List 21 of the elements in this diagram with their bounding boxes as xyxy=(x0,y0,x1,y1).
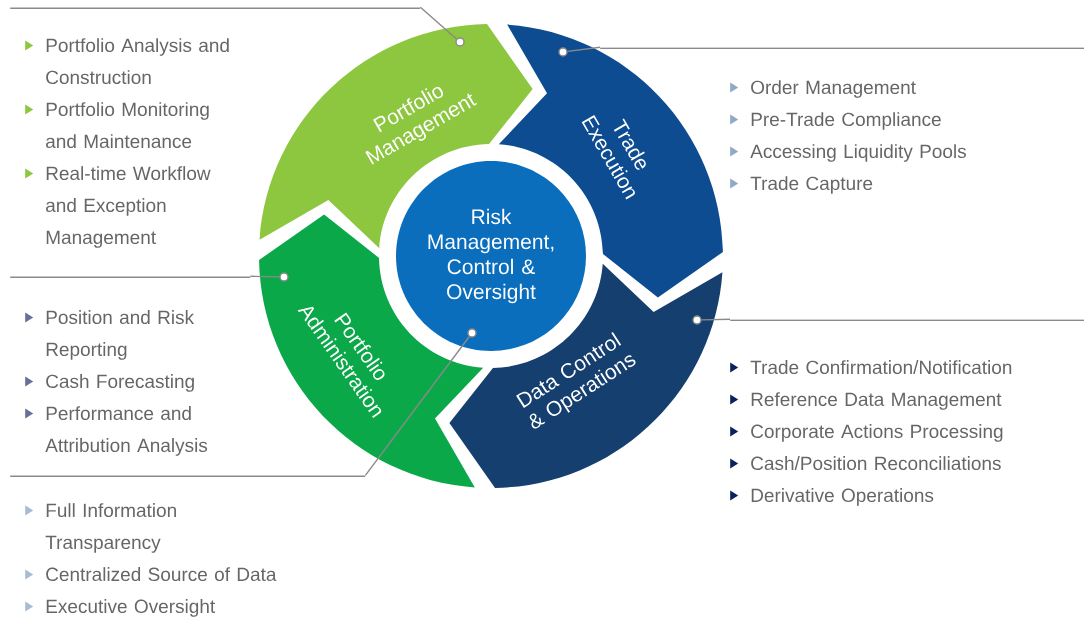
list-item-text: Position and Risk Reporting xyxy=(46,310,195,360)
list-item-text: Accessing Liquidity Pools xyxy=(750,144,966,162)
list-item-text: Order Management xyxy=(751,80,916,98)
list-item-text: Corporate Actions Processing xyxy=(751,424,1003,442)
list-item-text: Portfolio Analysis and Construction xyxy=(46,38,229,85)
list-item-text: Centralized Source of Data xyxy=(46,567,277,582)
list-item-text: Derivative Operations xyxy=(751,488,934,506)
list-item-text: Performance and Attribution Analysis xyxy=(45,406,208,456)
list-item-text: Executive Oversight xyxy=(46,599,216,617)
list-item-text: Portfolio Monitoring and Maintenance xyxy=(46,102,209,149)
list-item-text: Trade Confirmation/Notification xyxy=(750,360,1012,375)
list-item-text: Full Information Transparency xyxy=(45,503,176,553)
list-item-text: Cash/Position Reconciliations xyxy=(751,456,1001,471)
list-item-text: Trade Capture xyxy=(750,176,873,194)
leader-line xyxy=(364,336,470,476)
leader-line xyxy=(419,6,458,40)
leader-line xyxy=(249,275,280,278)
list-item-text: Cash Forecasting xyxy=(46,374,194,392)
list-item-text: Real-time Workflow and Exception Management xyxy=(46,166,211,248)
list-item-text: Reference Data Management xyxy=(751,392,1002,410)
list-item-text: Pre-Trade Compliance xyxy=(751,112,941,130)
